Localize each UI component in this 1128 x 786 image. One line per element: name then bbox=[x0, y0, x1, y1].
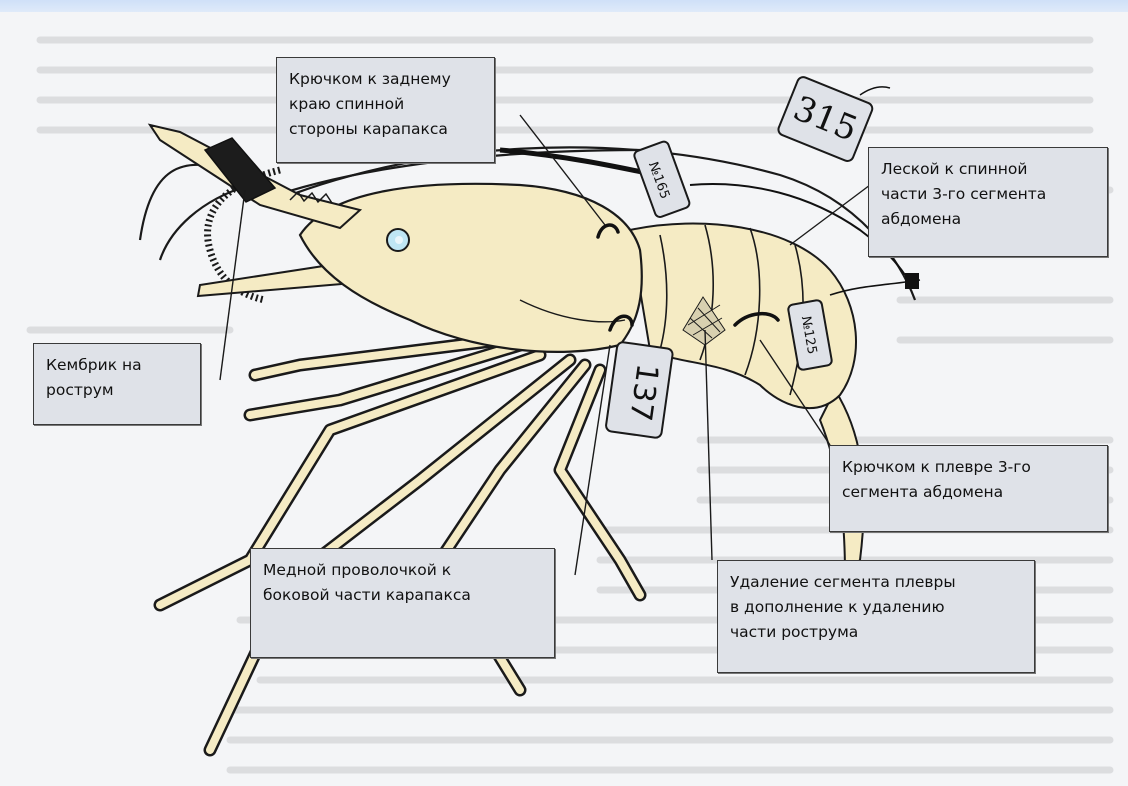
label-copper-wire: Медной проволочкой к боковой части карап… bbox=[250, 548, 555, 658]
eye-pupil bbox=[395, 236, 403, 244]
label-line-segment3: Леской к спинной части 3-го сегмента абд… bbox=[868, 147, 1108, 257]
line-clip bbox=[905, 273, 919, 289]
hanging-tag-string bbox=[860, 87, 890, 95]
label-hook-pleura: Крючком к плевре 3-го сегмента абдомена bbox=[829, 445, 1108, 532]
label-pleura-removal: Удаление сегмента плевры в дополнение к … bbox=[717, 560, 1035, 673]
label-cambric-rostrum: Кембрик на рострум bbox=[33, 343, 201, 425]
label-hook-carapace: Крючком к заднему краю спинной стороны к… bbox=[276, 57, 495, 163]
